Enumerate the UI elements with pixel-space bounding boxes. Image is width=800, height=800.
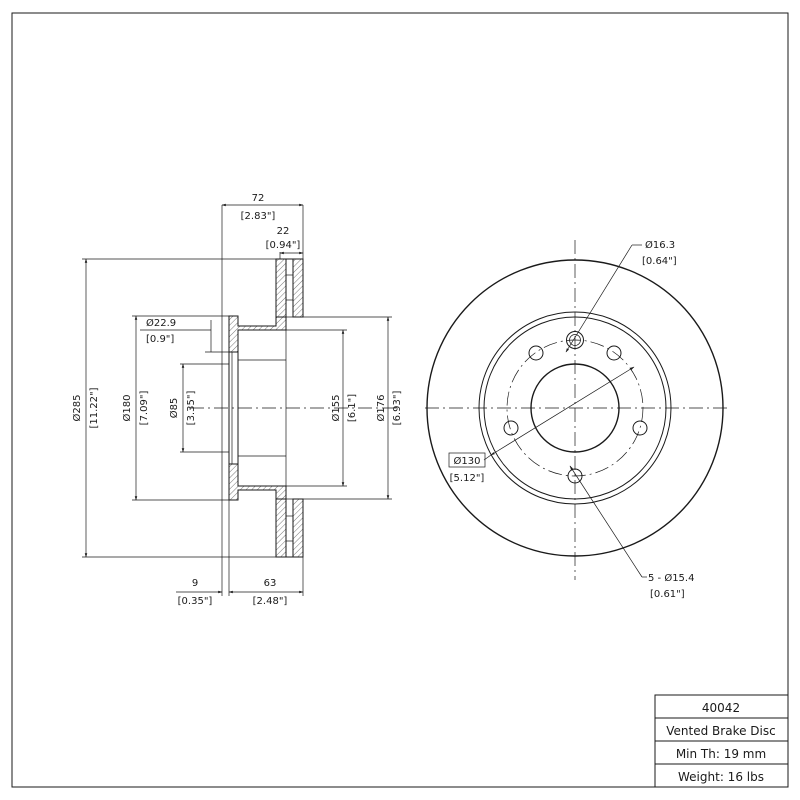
title-block: 40042 Vented Brake Disc Min Th: 19 mm We…	[654, 694, 789, 788]
bolt-hole-upper-left	[528, 345, 544, 361]
hat-inner-edge	[483, 316, 667, 500]
bolt-hole-lower-left	[503, 420, 519, 436]
hat-outer-edge	[478, 311, 672, 505]
side-view-dimension-lines	[84, 203, 390, 594]
height-63-inch-label: [2.48"]	[253, 596, 288, 607]
bolt-circle-130-inch-label: [5.12"]	[450, 473, 485, 484]
top-friction-ring	[275, 258, 304, 318]
thickness-22-inch-label: [0.94"]	[266, 240, 301, 251]
thickness-22-label: 22	[277, 226, 290, 237]
bottom-friction-ring	[275, 498, 304, 558]
bolt-hole-upper-right	[606, 345, 622, 361]
stud-16-3-label: Ø16.3	[645, 239, 675, 251]
stud-hole-top	[566, 331, 584, 349]
part-description: Vented Brake Disc	[666, 724, 775, 738]
part-number: 40042	[702, 701, 740, 715]
hat-180-inch-label: [7.09"]	[139, 391, 150, 426]
bolt-circle-130-label: Ø130	[454, 455, 481, 467]
od-285-inch-label: [11.22"]	[89, 387, 100, 428]
width-72-inch-label: [2.83"]	[241, 211, 276, 222]
id-155-inch-label: [6.1"]	[347, 394, 358, 422]
bolt-circle-label-box	[448, 452, 486, 468]
pilot-22-9-inch-label: [0.9"]	[146, 334, 174, 345]
hat-180-label: Ø180	[121, 395, 133, 422]
bore-85-inch-label: [3.35"]	[186, 391, 197, 426]
weight: Weight: 16 lbs	[678, 770, 764, 784]
hub-176-label: Ø176	[375, 395, 387, 422]
id-155-label: Ø155	[330, 395, 342, 422]
disc-outer-edge	[426, 259, 724, 557]
hub-176-inch-label: [6.93"]	[392, 391, 403, 426]
drawing-border	[11, 12, 789, 788]
pilot-22-9-label: Ø22.9	[146, 317, 176, 329]
front-view-dimension-text: Ø16.3 [0.64"] Ø130 [5.12"] 5 - Ø15.4 [0.…	[448, 239, 694, 600]
bore-85-label: Ø85	[168, 398, 180, 419]
bolt-holes-inch-label: [0.61"]	[650, 589, 685, 600]
bolt-holes-label: 5 - Ø15.4	[648, 572, 694, 584]
offset-9-inch-label: [0.35"]	[178, 596, 213, 607]
stud-hole-top-inner	[569, 334, 581, 346]
width-72-label: 72	[252, 193, 265, 204]
front-view	[425, 240, 728, 580]
bolt-circle	[506, 339, 644, 477]
stud-16-3-inch-label: [0.64"]	[642, 256, 677, 267]
offset-9-label: 9	[192, 578, 198, 589]
height-63-label: 63	[264, 578, 277, 589]
min-thickness: Min Th: 19 mm	[676, 747, 766, 761]
bolt-hole-lower-right	[632, 420, 648, 436]
bolt-hole-bottom	[567, 468, 583, 484]
od-285-label: Ø285	[71, 395, 83, 422]
side-view-dimension-text: 72 [2.83"] 22 [0.94"] Ø22.9 [0.9"] Ø285 …	[71, 193, 403, 607]
side-section-view	[82, 205, 400, 596]
